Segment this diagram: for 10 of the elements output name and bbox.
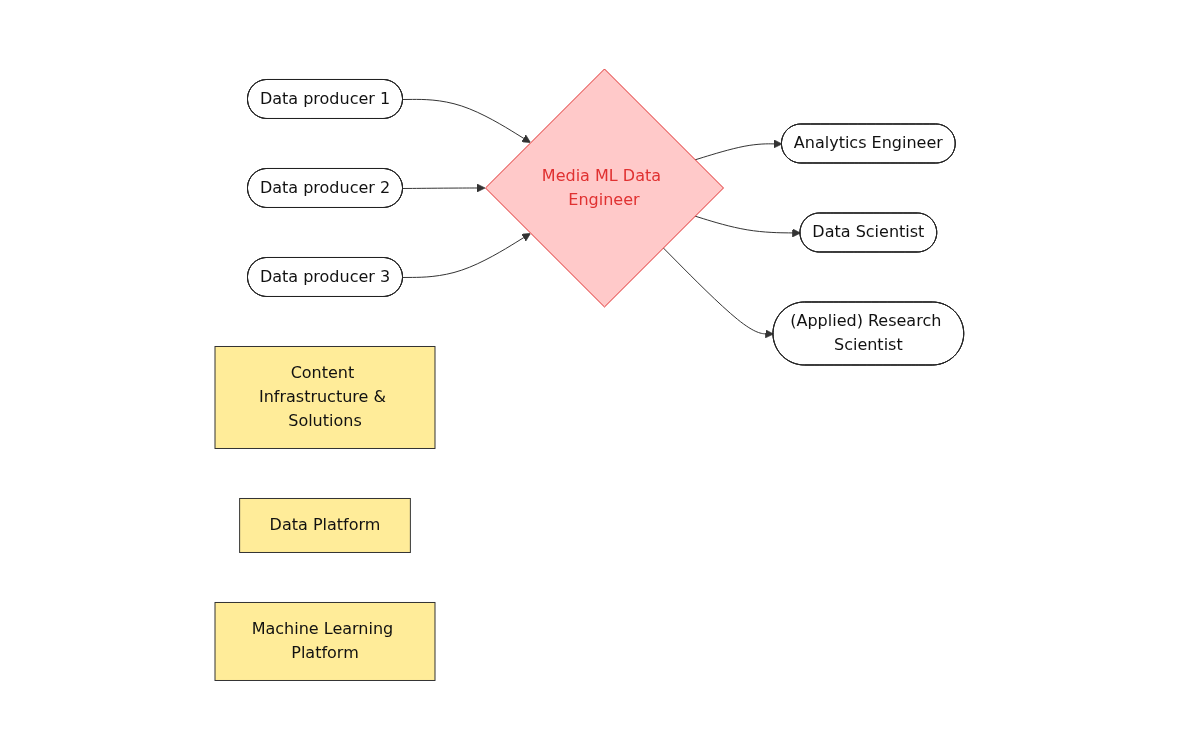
- node-diamond: Media ML Data Engineer: [485, 68, 725, 308]
- arrow: [694, 215, 801, 238]
- arrow: [662, 247, 775, 339]
- node-box: Content Infrastructure & Solutions: [214, 346, 436, 450]
- arrow: [402, 233, 531, 279]
- arrow: [402, 183, 486, 193]
- node-box: Machine Learning Platform: [214, 602, 436, 682]
- arrow: [694, 139, 783, 161]
- arrow: [402, 99, 531, 144]
- node-box: Data Platform: [239, 498, 411, 554]
